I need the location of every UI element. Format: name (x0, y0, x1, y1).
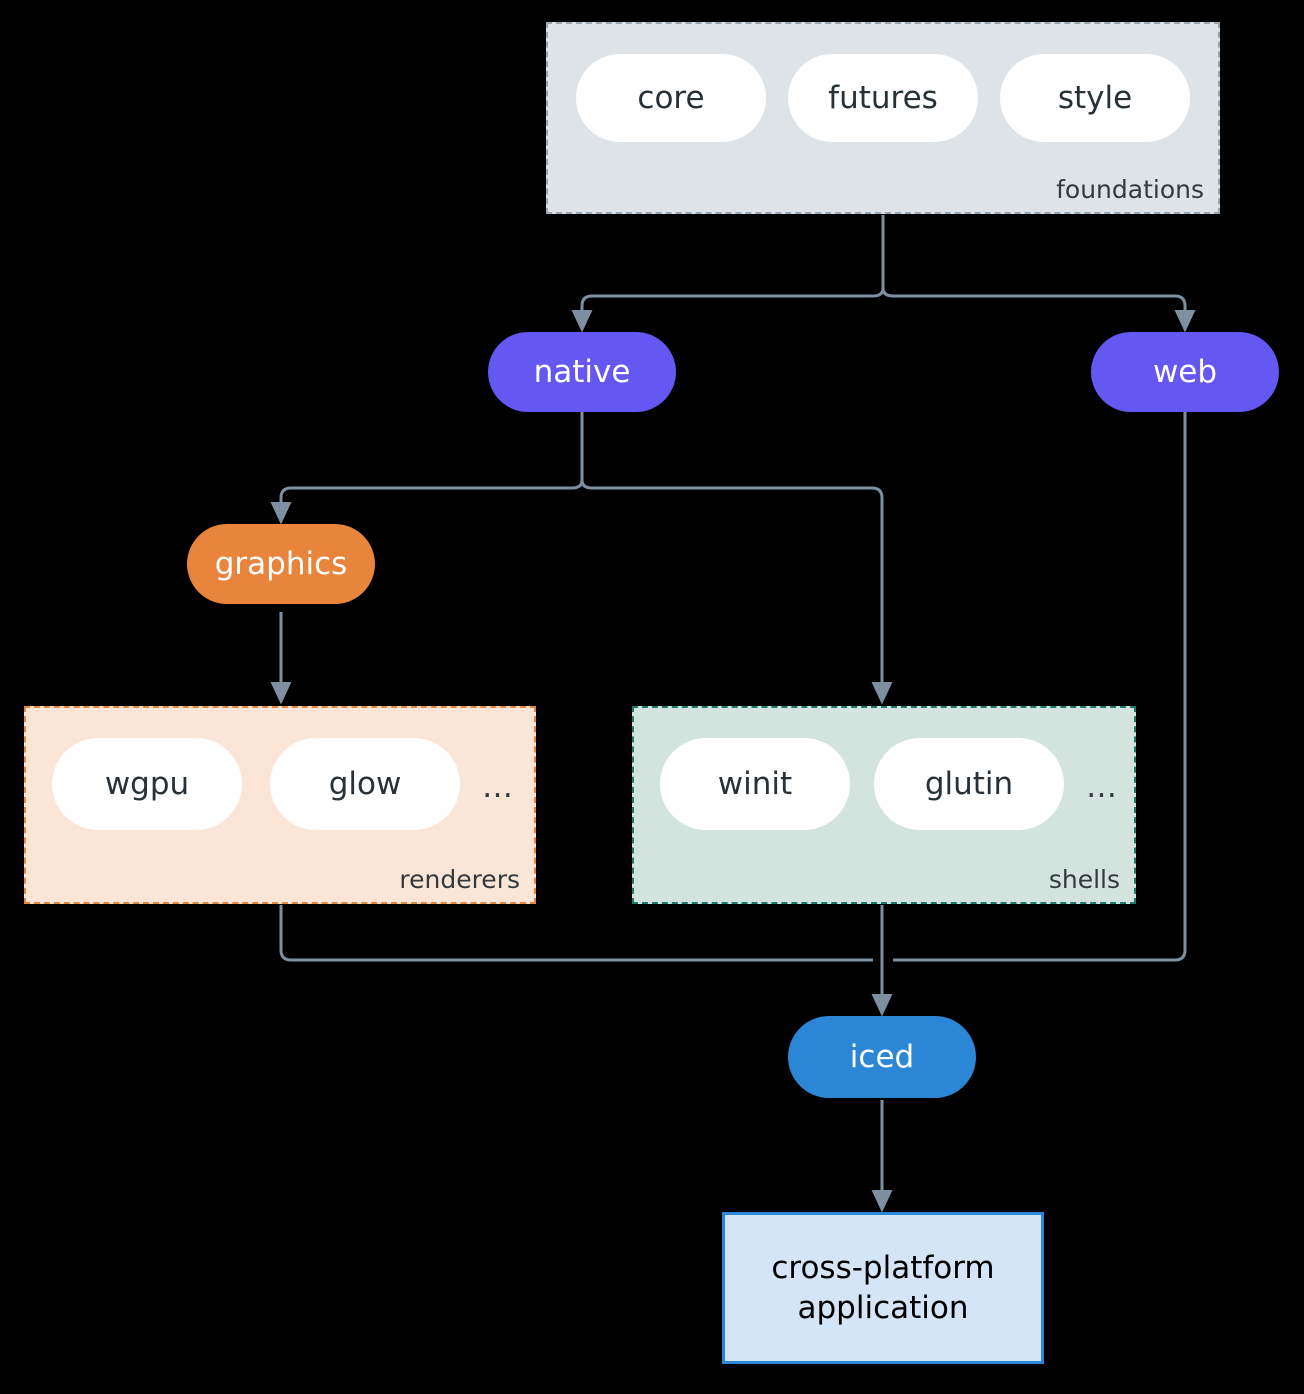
cluster-renderers-label: renderers (399, 865, 520, 894)
node-winit-label: winit (717, 766, 793, 802)
node-wgpu[interactable]: wgpu (52, 738, 242, 830)
node-glow-label: glow (328, 766, 402, 802)
cluster-foundations: core futures style foundations (546, 22, 1220, 214)
cluster-shells: winit glutin … shells (632, 706, 1136, 904)
app-label-line2: application (797, 1290, 969, 1326)
node-wgpu-label: wgpu (104, 766, 190, 802)
node-style-label: style (1057, 80, 1133, 116)
node-web-label: web (1152, 354, 1218, 390)
node-renderers-more: … (482, 769, 514, 805)
edge-foundations-to-web (881, 287, 1196, 333)
node-iced[interactable]: iced (788, 1016, 976, 1098)
node-graphics-label: graphics (214, 546, 348, 582)
node-cross-platform-application[interactable]: cross-platform application (722, 1212, 1044, 1364)
node-futures-label: futures (828, 80, 938, 116)
cluster-renderers: wgpu glow … renderers (24, 706, 536, 904)
node-native-label: native (533, 354, 631, 390)
edge-renderers-to-iced (279, 905, 873, 962)
node-core-label: core (637, 80, 705, 116)
node-glutin[interactable]: glutin (874, 738, 1064, 830)
edge-foundations-to-native (571, 287, 885, 333)
edge-native-to-graphics (270, 479, 584, 525)
node-core[interactable]: core (576, 54, 766, 142)
node-web[interactable]: web (1091, 332, 1279, 412)
cluster-shells-label: shells (1048, 865, 1120, 894)
node-style[interactable]: style (1000, 54, 1190, 142)
node-graphics[interactable]: graphics (187, 524, 375, 604)
node-native[interactable]: native (488, 332, 676, 412)
node-futures[interactable]: futures (788, 54, 978, 142)
node-winit[interactable]: winit (660, 738, 850, 830)
cluster-foundations-label: foundations (1056, 175, 1204, 204)
node-iced-label: iced (849, 1039, 915, 1075)
node-glutin-label: glutin (924, 766, 1014, 802)
app-label-line1: cross-platform (771, 1249, 995, 1286)
node-shells-more: … (1086, 769, 1118, 805)
edge-native-to-shells (580, 479, 893, 705)
node-glow[interactable]: glow (270, 738, 460, 830)
